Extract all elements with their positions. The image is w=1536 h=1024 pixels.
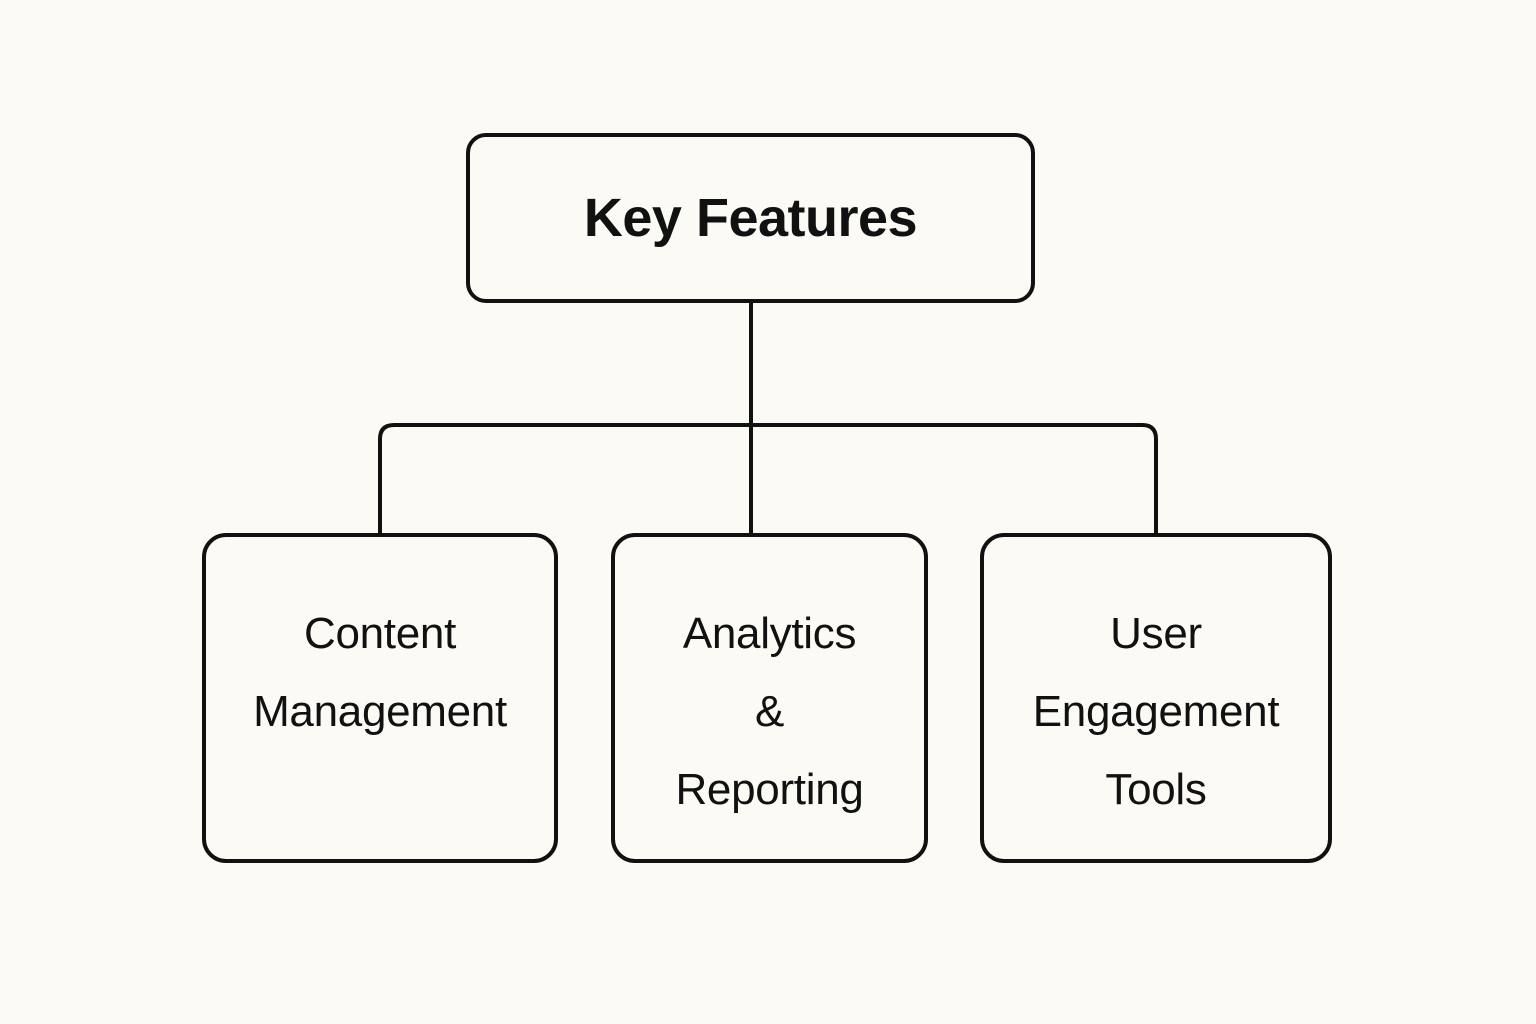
connector-branch-right	[751, 423, 1158, 533]
node-content-management-label: Content Management	[253, 595, 507, 751]
node-user-engagement-line-2: Engagement	[1032, 687, 1280, 736]
node-analytics-reporting-line-2: &	[754, 687, 785, 736]
node-user-engagement-line-1: User	[1110, 609, 1202, 658]
node-content-management-line-1: Content	[303, 609, 456, 658]
node-analytics-reporting[interactable]: Analytics & Reporting	[611, 533, 928, 863]
node-key-features-label: Key Features	[583, 188, 918, 248]
node-user-engagement[interactable]: User Engagement Tools	[980, 533, 1332, 863]
node-analytics-reporting-line-3: Reporting	[675, 765, 864, 814]
node-analytics-reporting-line-1: Analytics	[682, 609, 857, 658]
node-user-engagement-label: User Engagement Tools	[1033, 595, 1280, 829]
node-content-management-line-2: Management	[253, 687, 507, 736]
node-user-engagement-line-3: Tools	[1105, 765, 1207, 814]
node-content-management[interactable]: Content Management	[202, 533, 558, 863]
node-key-features[interactable]: Key Features	[466, 133, 1035, 303]
node-analytics-reporting-label: Analytics & Reporting	[675, 595, 863, 829]
connector-branch-left	[378, 423, 751, 533]
